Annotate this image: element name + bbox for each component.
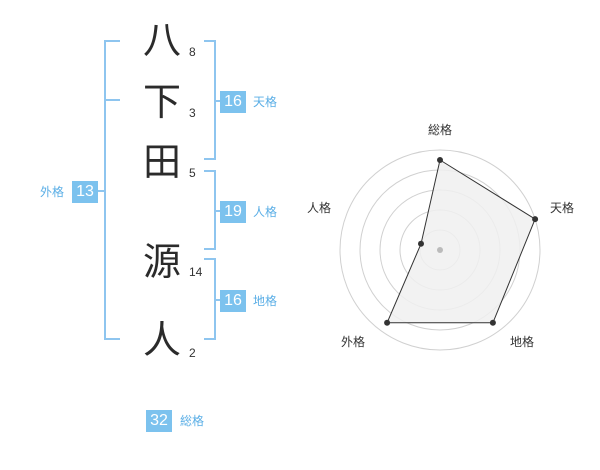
radar-point-3 bbox=[489, 319, 496, 326]
radar-grid-ring bbox=[339, 149, 541, 351]
gaikaku-bracket-connector bbox=[98, 190, 106, 192]
radar-axis-label-jinkaku: 人格 bbox=[307, 200, 331, 215]
radar-data-area bbox=[386, 159, 536, 324]
jinkaku-label: 人格 bbox=[253, 205, 278, 219]
gaikaku-label: 外格 bbox=[40, 185, 65, 199]
name-char-3: 田 bbox=[142, 140, 181, 184]
stroke-count-3: 5 bbox=[189, 166, 196, 180]
radar-point-5 bbox=[418, 240, 424, 247]
radar-axis-label-gaikaku: 外格 bbox=[341, 334, 365, 349]
gaikaku-bracket-mid-tick bbox=[104, 99, 120, 101]
radar-point-2 bbox=[532, 216, 539, 223]
chikaku-bracket-connector bbox=[214, 299, 222, 301]
radar-axis-label-tenkaku: 天格 bbox=[550, 200, 574, 215]
radar-center-dot bbox=[437, 247, 443, 253]
name-char-1: 八 bbox=[142, 18, 181, 62]
tenkaku-bracket-connector bbox=[214, 100, 222, 102]
stroke-count-2: 3 bbox=[189, 106, 196, 120]
radar-point-4 bbox=[384, 319, 391, 326]
name-char-5: 人 bbox=[142, 318, 181, 362]
chikaku-label: 地格 bbox=[253, 294, 278, 308]
fortune-radar-chart: 総格 天格 地格 外格 人格 bbox=[307, 122, 574, 351]
jinkaku-bracket-connector bbox=[214, 210, 222, 212]
stroke-count-5: 2 bbox=[189, 346, 196, 360]
radar-axis-label-soukaku: 総格 bbox=[428, 122, 452, 137]
gaikaku-bracket bbox=[104, 40, 120, 340]
gaikaku-value-badge: 13 bbox=[72, 181, 98, 203]
soukaku-value-badge: 32 bbox=[146, 410, 172, 432]
soukaku-label: 総格 bbox=[180, 414, 205, 428]
radar-point-1 bbox=[437, 157, 443, 163]
stroke-count-1: 8 bbox=[189, 45, 196, 59]
name-char-2: 下 bbox=[142, 80, 181, 124]
radar-data-points bbox=[384, 157, 539, 326]
tenkaku-label: 天格 bbox=[253, 95, 278, 109]
stroke-count-4: 14 bbox=[189, 265, 203, 279]
chikaku-value-badge: 16 bbox=[220, 290, 246, 312]
jinkaku-value-badge: 19 bbox=[220, 201, 246, 223]
radar-axis-label-chikaku: 地格 bbox=[510, 334, 534, 349]
tenkaku-value-badge: 16 bbox=[220, 91, 246, 113]
name-char-4: 源 bbox=[142, 240, 181, 284]
